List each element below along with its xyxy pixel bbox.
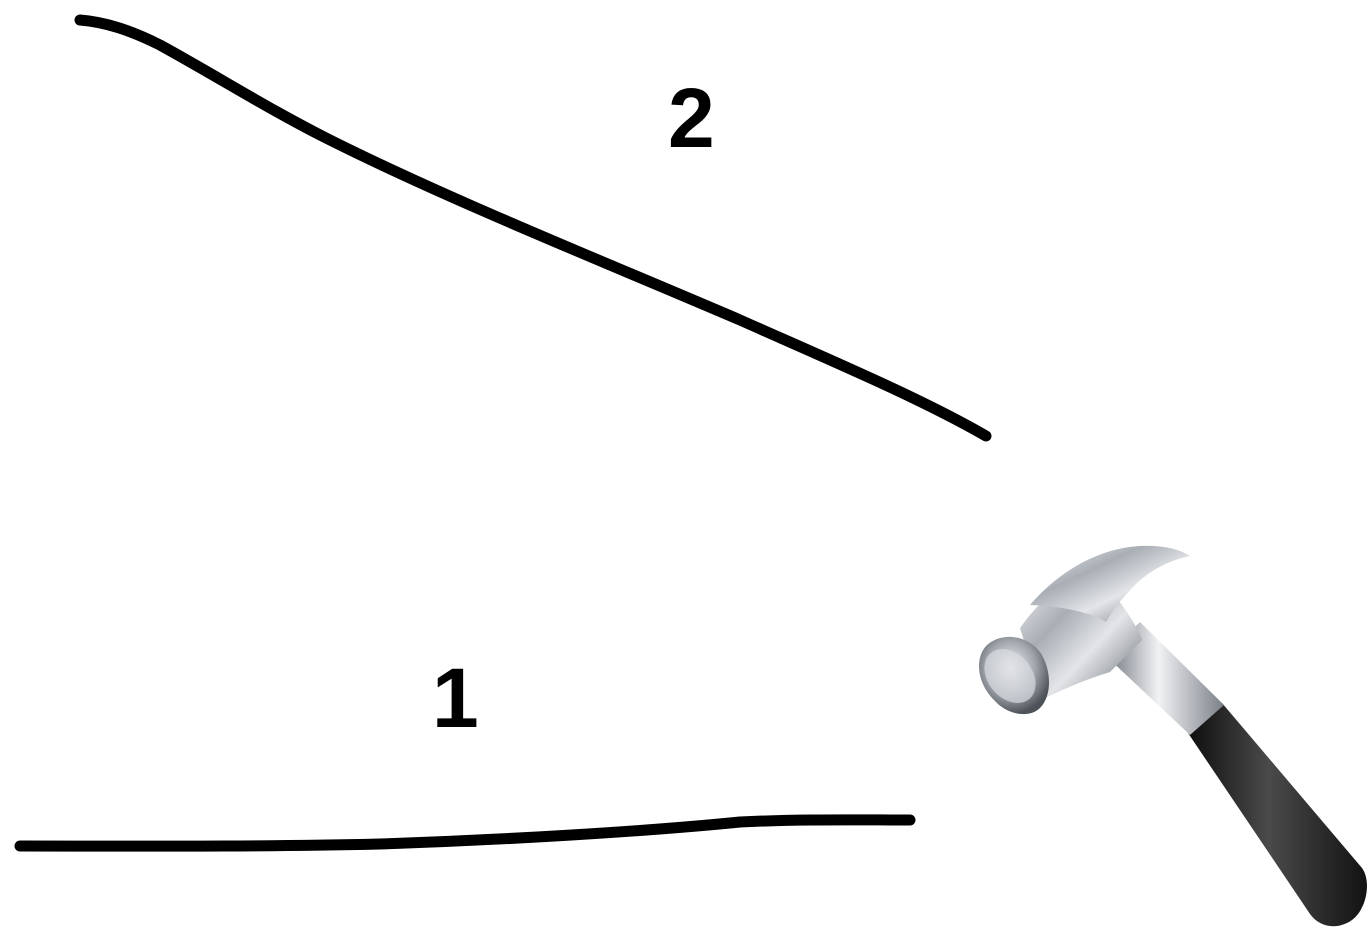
line-1 — [14, 814, 916, 852]
hammer-icon — [979, 545, 1367, 927]
line-2-label: 2 — [668, 71, 715, 165]
line-2 — [74, 14, 992, 442]
line-1-label: 1 — [432, 651, 479, 745]
